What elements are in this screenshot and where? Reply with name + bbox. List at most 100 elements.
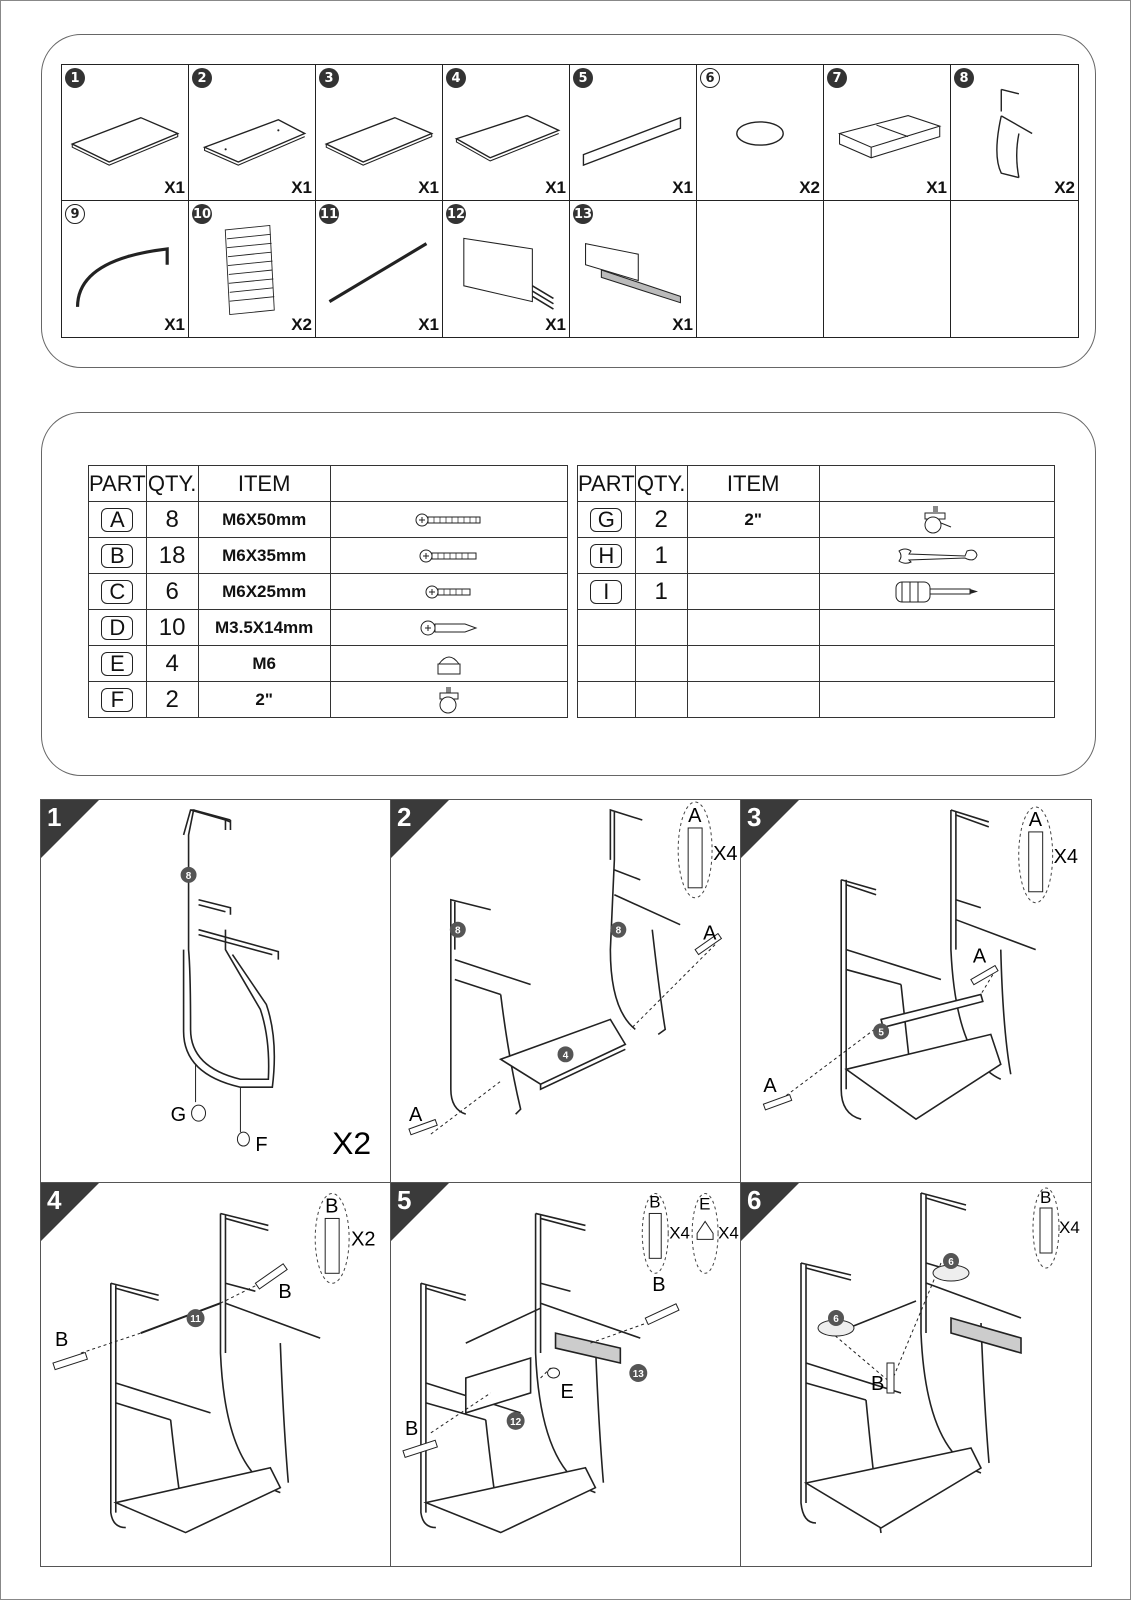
- bolt-b-icon: [254, 1263, 288, 1290]
- step-number: 6: [747, 1185, 762, 1215]
- bolt-b-icon: [402, 1439, 438, 1459]
- oval-pad-icon: [702, 85, 818, 182]
- part-quantity: X1: [291, 178, 312, 197]
- callout-qty: X4: [713, 843, 737, 865]
- part-letter-box: H: [590, 543, 623, 568]
- part-quantity: X1: [418, 315, 439, 334]
- part-quantity: X2: [291, 315, 312, 334]
- hardware-row: [577, 609, 1056, 646]
- multiplier-x2: X2: [332, 1125, 371, 1161]
- nut-e-label: E: [561, 1381, 574, 1403]
- part-number-badge: 8: [954, 68, 974, 88]
- hardware-qty-cell: 1: [634, 573, 688, 610]
- callout-letter: B: [649, 1192, 660, 1211]
- callout-qty: X4: [1059, 1218, 1080, 1237]
- step-4-illustration: 11 B B B X2: [52, 1193, 376, 1534]
- part-8-label: 8: [186, 871, 192, 882]
- part-number-badge: 3: [319, 68, 339, 88]
- step-3-illustration: 5 A A A X4: [762, 806, 1078, 1121]
- side-frame-icon: [956, 85, 1073, 182]
- hardware-part-cell: B: [88, 537, 147, 574]
- step-number-badge: 1: [41, 800, 99, 858]
- hardware-row: [577, 645, 1056, 682]
- hardware-qty-cell: [634, 645, 688, 682]
- label-g: G: [171, 1104, 187, 1126]
- hardware-item-cell: [686, 537, 820, 574]
- bolt-a-callout-icon: [687, 827, 703, 889]
- hardware-part-cell: [577, 609, 636, 646]
- part-number-badge: 5: [573, 68, 593, 88]
- keyboard-slide-icon: [575, 221, 691, 319]
- cap-nut-icon: [329, 645, 569, 682]
- col-header-item: ITEM: [197, 465, 331, 502]
- wrench-icon: [818, 537, 1056, 574]
- hardware-icon-empty: [818, 681, 1056, 718]
- hardware-qty-cell: [634, 609, 688, 646]
- part-number-badge: 6: [700, 68, 720, 88]
- desktop-board-holes-icon: [194, 85, 310, 182]
- part-8b-label: 8: [616, 926, 622, 937]
- step-2-illustration: 8 8 4 A A A X4: [408, 801, 737, 1136]
- col-header-part: PART: [88, 465, 147, 502]
- long-bolt-icon: [329, 501, 569, 538]
- rod-11-label: 11: [190, 1314, 201, 1325]
- hardware-part-cell: I: [577, 573, 636, 610]
- slide-13-label: 13: [633, 1369, 645, 1380]
- part-letter-box: E: [101, 651, 134, 676]
- hardware-item-cell: 2": [197, 681, 331, 718]
- bolt-b-label: B: [871, 1373, 884, 1395]
- bolt-a-icon: [762, 1094, 793, 1111]
- col-header-part: PART: [577, 465, 636, 502]
- hardware-qty-cell: 8: [145, 501, 199, 538]
- part-quantity: X2: [1054, 178, 1075, 197]
- part-cell-empty: [824, 201, 951, 337]
- step-number-badge: 5: [391, 1183, 449, 1241]
- part-quantity: X1: [545, 315, 566, 334]
- bolt-a-icon: [408, 1118, 438, 1136]
- hardware-qty-cell: [634, 681, 688, 718]
- callout-bubble: [641, 1193, 669, 1274]
- col-header-item: ITEM: [686, 465, 820, 502]
- part-letter-box: I: [590, 579, 623, 604]
- part-quantity: X2: [799, 178, 820, 197]
- callout-letter: A: [1029, 809, 1043, 831]
- hardware-item-cell: M6X35mm: [197, 537, 331, 574]
- part-number-badge: 9: [65, 204, 85, 224]
- bolt-b-callout-icon: [1039, 1207, 1053, 1254]
- bolt-b-label: B: [405, 1418, 418, 1440]
- col-header-icon: [329, 465, 569, 502]
- shelf-board-icon: [448, 85, 564, 182]
- step-number-badge: 2: [391, 800, 449, 858]
- step-number: 3: [747, 802, 762, 832]
- hardware-item-cell: [686, 645, 820, 682]
- caster-f-icon: [236, 1131, 250, 1147]
- plate-12-label: 12: [510, 1417, 522, 1428]
- panel-5-label: 5: [878, 1027, 884, 1038]
- cap-nut-callout-icon: [696, 1220, 714, 1240]
- bolt-a-callout-icon: [1028, 831, 1044, 893]
- hardware-part-cell: D: [88, 609, 147, 646]
- bolt-b-label: B: [55, 1329, 68, 1351]
- callout-qty: X4: [1054, 846, 1078, 868]
- col-header-qty: QTY.: [145, 465, 199, 502]
- bolt-a-label: A: [703, 923, 717, 945]
- straight-rod-icon: [321, 221, 437, 319]
- drawer-tray-icon: [829, 85, 945, 182]
- cap-nut-icon: [547, 1367, 561, 1379]
- hardware-item-cell: [686, 609, 820, 646]
- hardware-item-cell: [686, 573, 820, 610]
- bolt-b-callout-icon: [324, 1217, 340, 1274]
- step-number: 1: [47, 802, 62, 832]
